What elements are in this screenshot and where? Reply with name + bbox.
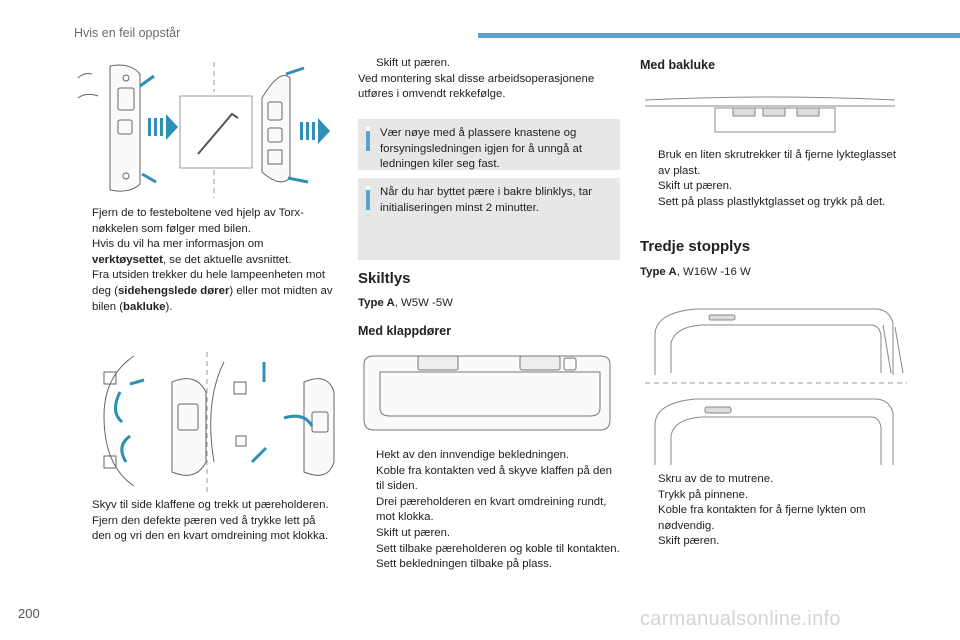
step-text: Sett på plass plastlyktglasset og trykk … bbox=[658, 195, 886, 208]
step-a1: Bruk en liten skrutrekker til å fjerne l… bbox=[640, 148, 902, 179]
step-remove-bulb: Fjern den defekte pæren ved å trykke let… bbox=[74, 514, 336, 545]
step-a2: Skift ut pæren. bbox=[640, 179, 902, 195]
bulb-type-line-2: Type A, W16W -16 W bbox=[640, 266, 751, 278]
step-4: Skift ut pæren. bbox=[358, 526, 623, 542]
step-2: Koble fra kontakten ved å skyve klaffen … bbox=[358, 464, 623, 495]
step-text: Drei pæreholderen en kvart omdreining ru… bbox=[376, 495, 607, 524]
illustration-plate-lamp-tailgate bbox=[645, 96, 895, 133]
heading-tredje-stopplys: Tredje stopplys bbox=[640, 238, 751, 255]
watermark: carmanualsonline.info bbox=[640, 608, 841, 630]
type-label: Type A bbox=[358, 297, 395, 309]
step-b1: Skru av de to mutrene. bbox=[640, 472, 902, 488]
step-text: Fra utsiden trekker du hele lampeenheten… bbox=[92, 269, 326, 297]
info-text-end: , se det aktuelle avsnittet. bbox=[162, 253, 292, 266]
info-icon bbox=[366, 127, 370, 151]
step-text: Koble fra kontakten ved å skyve klaffen … bbox=[376, 464, 612, 493]
illustration-third-brake-light bbox=[645, 308, 907, 465]
illustration-plate-lamp-doors bbox=[363, 355, 611, 431]
reassembly-text: Ved montering skal disse arbeidsoperasjo… bbox=[358, 72, 595, 101]
step-6: Sett bekledningen tilbake på plass. bbox=[358, 557, 623, 573]
header-accent-bar bbox=[478, 33, 960, 38]
info-toolkit: Hvis du vil ha mer informasjon om verktø… bbox=[74, 237, 336, 268]
step-text: Trykk på pinnene. bbox=[658, 488, 749, 501]
step-3: Drei pæreholderen en kvart omdreining ru… bbox=[358, 495, 623, 526]
step-1: Hekt av den innvendige bekledningen. bbox=[358, 448, 623, 464]
step-text: Skift ut pæren. bbox=[658, 180, 733, 193]
bulb-type-line: Type A, W5W -5W bbox=[358, 297, 453, 309]
step-a3: Sett på plass plastlyktglasset og trykk … bbox=[640, 195, 902, 211]
note-connector-care: Vær nøye med å plassere knastene og fors… bbox=[358, 119, 620, 170]
step-text: Fjern den defekte pæren ved å trykke let… bbox=[92, 514, 329, 543]
page-header-title: Hvis en feil oppstår bbox=[74, 26, 181, 40]
step-text: Koble fra kontakten for å fjerne lykten … bbox=[658, 504, 866, 532]
step-replace-bulb: Skift ut pæren. bbox=[358, 56, 623, 72]
note-text: Når du har byttet pære i bakre blinklys,… bbox=[380, 186, 593, 214]
step-b2: Trykk på pinnene. bbox=[640, 488, 902, 504]
step-bold: sidehengslede dører bbox=[117, 284, 230, 297]
step-text: Skyv til side klaffene og trekk ut pæreh… bbox=[92, 499, 329, 511]
step-text-end: ). bbox=[165, 300, 173, 313]
type-value: , W16W -16 W bbox=[676, 266, 751, 278]
step-pull-lamp: Fra utsiden trekker du hele lampeenheten… bbox=[74, 268, 336, 315]
step-push-tabs: Skyv til side klaffene og trekk ut pæreh… bbox=[74, 498, 336, 514]
type-label: Type A bbox=[640, 266, 677, 278]
illustration-tail-lamp-removal bbox=[77, 62, 330, 198]
page-number: 200 bbox=[18, 606, 40, 621]
step-text: Skift ut pæren. bbox=[376, 526, 451, 539]
step-text-mid: ) eller mot midten av bilen ( bbox=[92, 284, 333, 313]
subheading-klappdorer: Med klappdører bbox=[358, 324, 452, 338]
step-remove-bolts: Fjern de to festeboltene ved hjelp av To… bbox=[74, 206, 336, 237]
heading-skiltlys: Skiltlys bbox=[358, 270, 411, 287]
step-text: Fjern de to festeboltene ved hjelp av To… bbox=[92, 207, 304, 235]
info-icon bbox=[366, 186, 370, 210]
step-text: Skift pæren. bbox=[658, 535, 720, 548]
info-bold: verktøysettet bbox=[92, 253, 163, 266]
step-text: Skru av de to mutrene. bbox=[658, 473, 774, 485]
step-bold: bakluke bbox=[123, 300, 166, 313]
step-text: Skift ut pæren. bbox=[376, 57, 451, 69]
illustration-bulb-holder bbox=[103, 352, 335, 492]
info-text: Hvis du vil ha mer informasjon om bbox=[92, 238, 264, 251]
note-text: Vær nøye med å plassere knastene og fors… bbox=[380, 127, 583, 171]
step-text: Hekt av den innvendige bekledningen. bbox=[376, 449, 570, 461]
step-b3: Koble fra kontakten for å fjerne lykten … bbox=[640, 503, 902, 534]
subheading-bakluke: Med bakluke bbox=[640, 58, 716, 72]
step-5: Sett tilbake pæreholderen og koble til k… bbox=[358, 542, 623, 558]
step-text: Sett tilbake pæreholderen og koble til k… bbox=[376, 542, 620, 555]
type-value: , W5W -5W bbox=[394, 297, 453, 309]
step-text: Sett bekledningen tilbake på plass. bbox=[376, 558, 553, 571]
step-text: Bruk en liten skrutrekker til å fjerne l… bbox=[658, 149, 897, 177]
step-b4: Skift pæren. bbox=[640, 534, 902, 550]
note-initialisation: Når du har byttet pære i bakre blinklys,… bbox=[358, 178, 620, 260]
